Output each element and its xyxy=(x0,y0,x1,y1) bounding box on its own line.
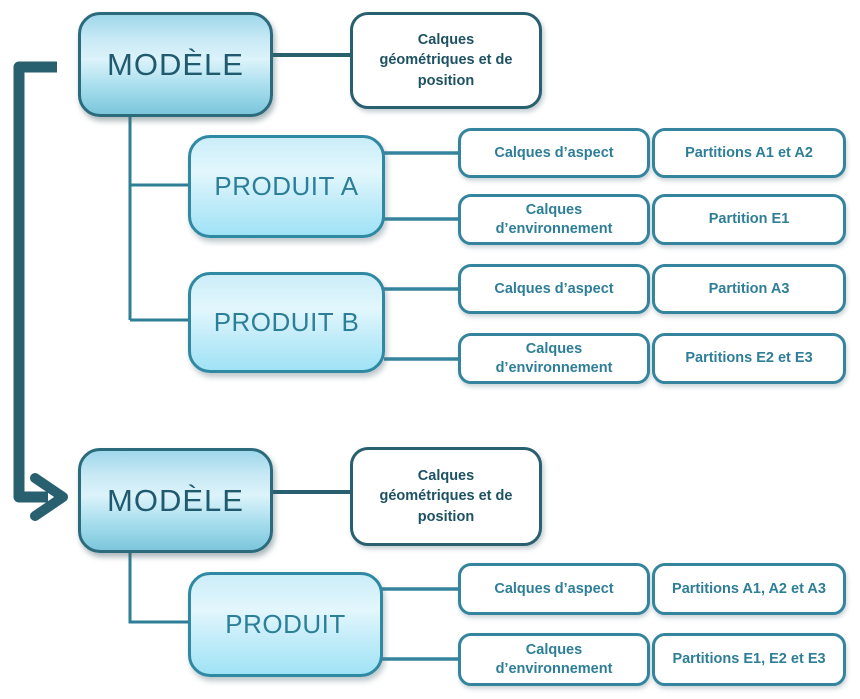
partition-box-a1-a2: Partitions A1 et A2 xyxy=(652,128,846,178)
connector-tree-bottom xyxy=(128,552,189,624)
produit-b-box: PRODUIT B xyxy=(188,272,385,373)
model-box-top: MODÈLE xyxy=(78,12,273,117)
calque-aspect-box-bottom: Calques d’aspect xyxy=(458,563,650,615)
loop-arrow-head-icon xyxy=(30,473,68,521)
partition-box-e1-e2-e3: Partitions E1, E2 et E3 xyxy=(652,633,846,686)
partition-box-e1: Partition E1 xyxy=(652,194,846,245)
calque-aspect-box-b: Calques d’aspect xyxy=(458,264,650,314)
connector-produit-calques xyxy=(382,151,459,661)
partition-box-a3: Partition A3 xyxy=(652,264,846,314)
connector-tree-top xyxy=(128,116,189,322)
geo-calques-box-bottom: Calques géométriques et de position xyxy=(350,447,542,546)
produit-box-bottom: PRODUIT xyxy=(188,572,383,677)
model-box-bottom: MODÈLE xyxy=(78,448,273,553)
calque-environnement-box-b: Calques d’environnement xyxy=(458,333,650,384)
produit-a-box: PRODUIT A xyxy=(188,135,385,238)
partition-box-a1-a2-a3: Partitions A1, A2 et A3 xyxy=(652,563,846,615)
partition-box-e2-e3: Partitions E2 et E3 xyxy=(652,333,846,384)
calque-environnement-box-a: Calques d’environnement xyxy=(458,194,650,245)
geo-calques-box-top: Calques géométriques et de position xyxy=(350,12,542,109)
loop-arrow xyxy=(13,61,57,503)
calque-aspect-box-a: Calques d’aspect xyxy=(458,128,650,178)
calque-environnement-box-bottom: Calques d’environnement xyxy=(458,633,650,686)
